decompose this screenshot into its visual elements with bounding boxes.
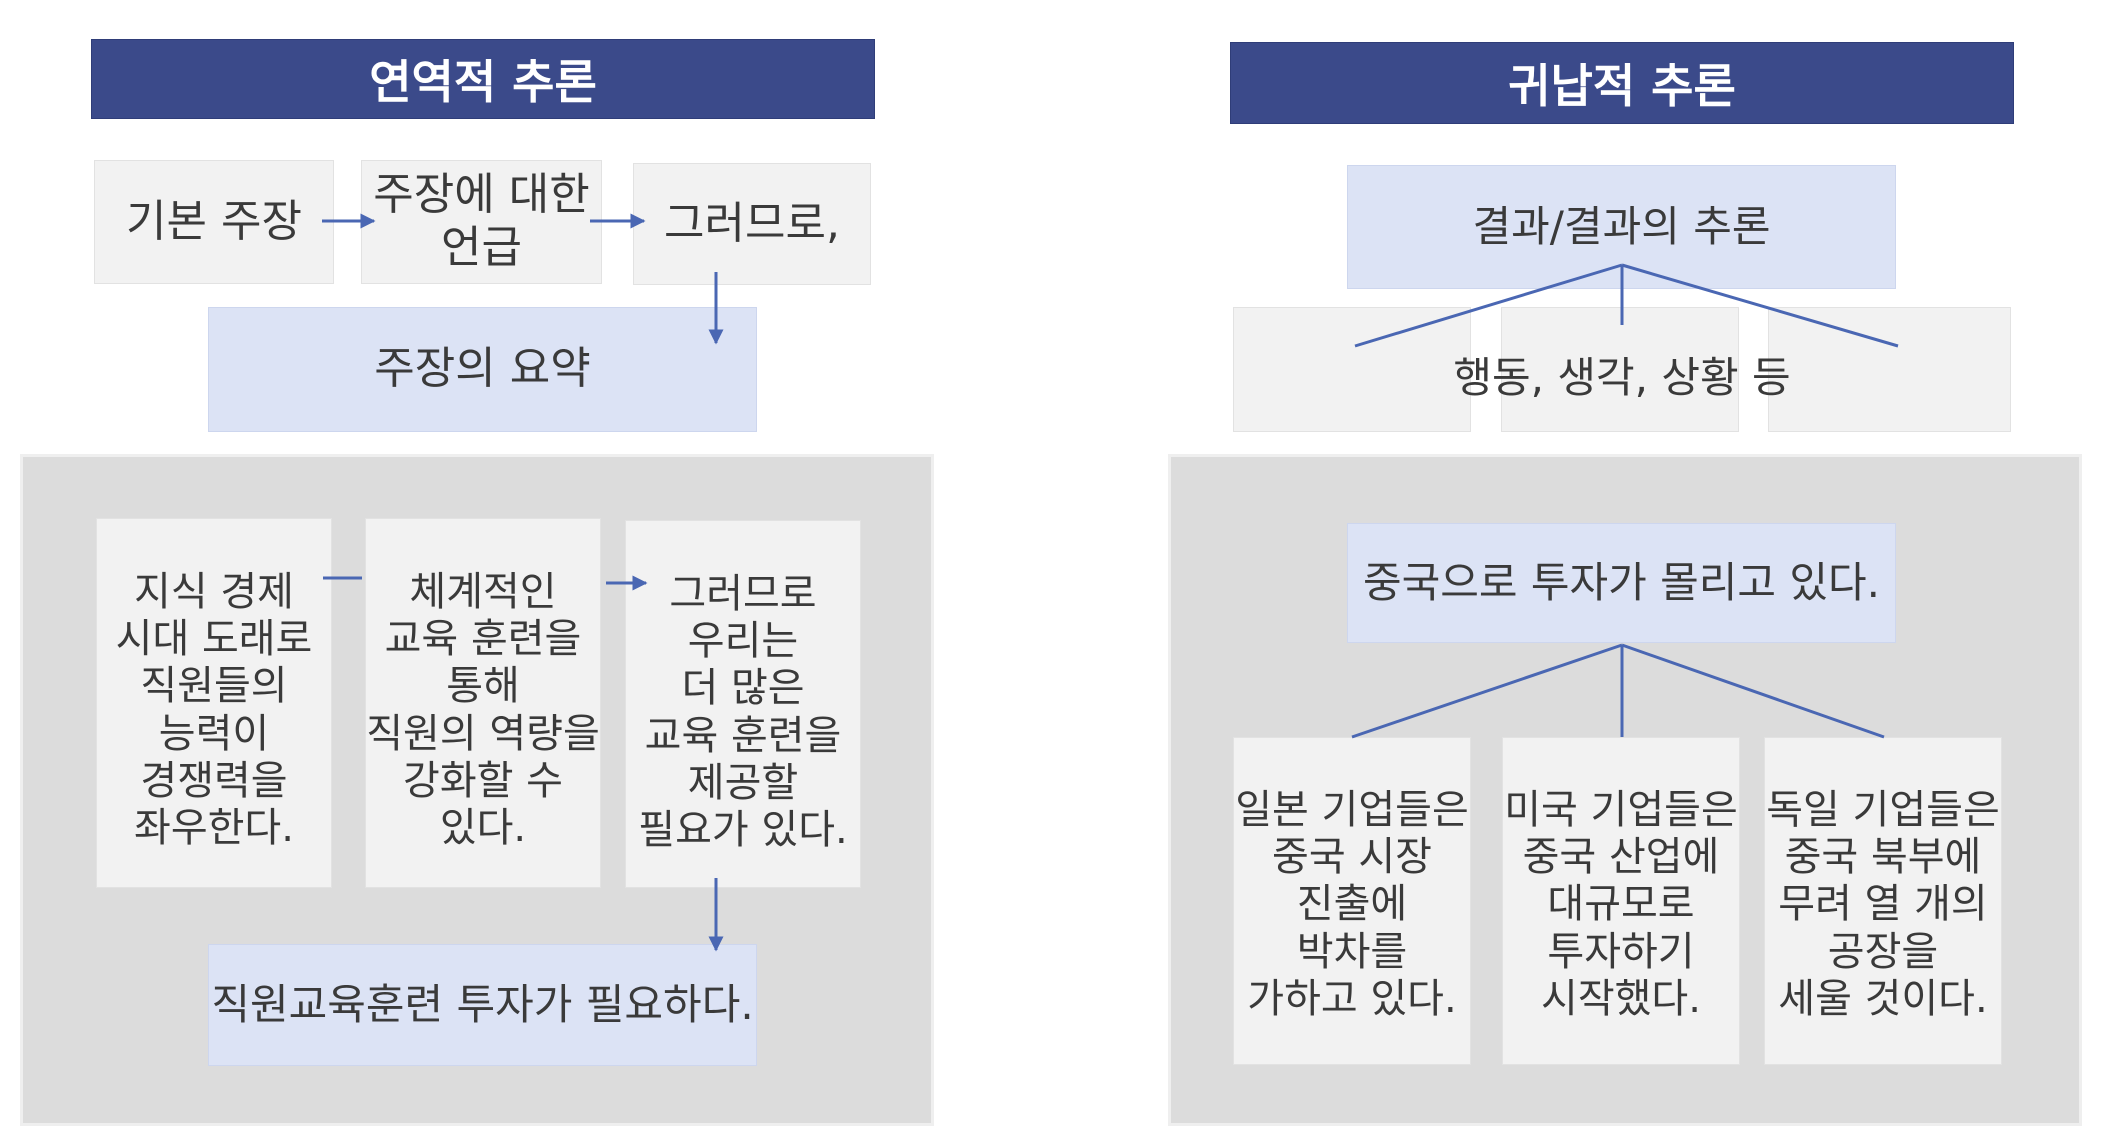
deductive-example-step-1: 지식 경제 시대 도래로 직원들의 능력이 경쟁력을 좌우한다. [96, 518, 332, 888]
deductive-example-step-3: 그러므로 우리는 더 많은 교육 훈련을 제공할 필요가 있다. [625, 520, 861, 888]
deductive-title: 연역적 추론 [91, 39, 875, 119]
deductive-step-base-claim: 기본 주장 [94, 160, 334, 284]
inductive-example-evidence-2: 미국 기업들은 중국 산업에 대규모로 투자하기 시작했다. [1502, 737, 1740, 1065]
deductive-example-step-2: 체계적인 교육 훈련을 통해 직원의 역량을 강화할 수 있다. [365, 518, 601, 888]
inductive-result: 결과/결과의 추론 [1347, 165, 1896, 289]
inductive-example-evidence-3: 독일 기업들은 중국 북부에 무려 열 개의 공장을 세울 것이다. [1764, 737, 2002, 1065]
inductive-evidence-label: 행동, 생각, 상황 등 [1453, 353, 1791, 402]
deductive-step-mention: 주장에 대한 언급 [361, 160, 602, 284]
deductive-step-therefore: 그러므로, [633, 163, 871, 285]
inductive-example-result: 중국으로 투자가 몰리고 있다. [1347, 523, 1896, 643]
deductive-example-conclusion: 직원교육훈련 투자가 필요하다. [208, 944, 757, 1066]
inductive-title: 귀납적 추론 [1230, 42, 2014, 124]
deductive-summary: 주장의 요약 [208, 307, 757, 432]
inductive-example-evidence-1: 일본 기업들은 중국 시장 진출에 박차를 가하고 있다. [1233, 737, 1471, 1065]
